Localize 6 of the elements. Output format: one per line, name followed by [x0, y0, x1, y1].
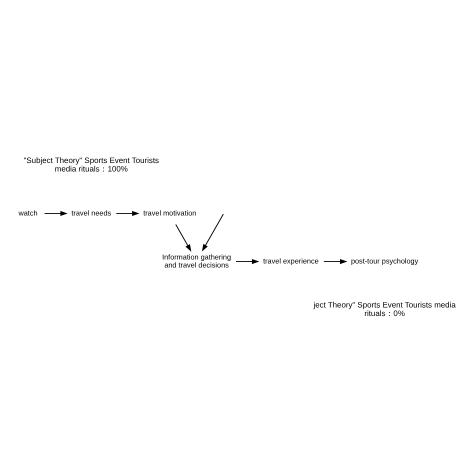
arrow	[44, 210, 68, 216]
arrow	[235, 258, 259, 264]
arrow	[115, 210, 139, 216]
arrow	[174, 224, 191, 252]
arrow	[322, 258, 347, 264]
arrow	[201, 213, 224, 252]
